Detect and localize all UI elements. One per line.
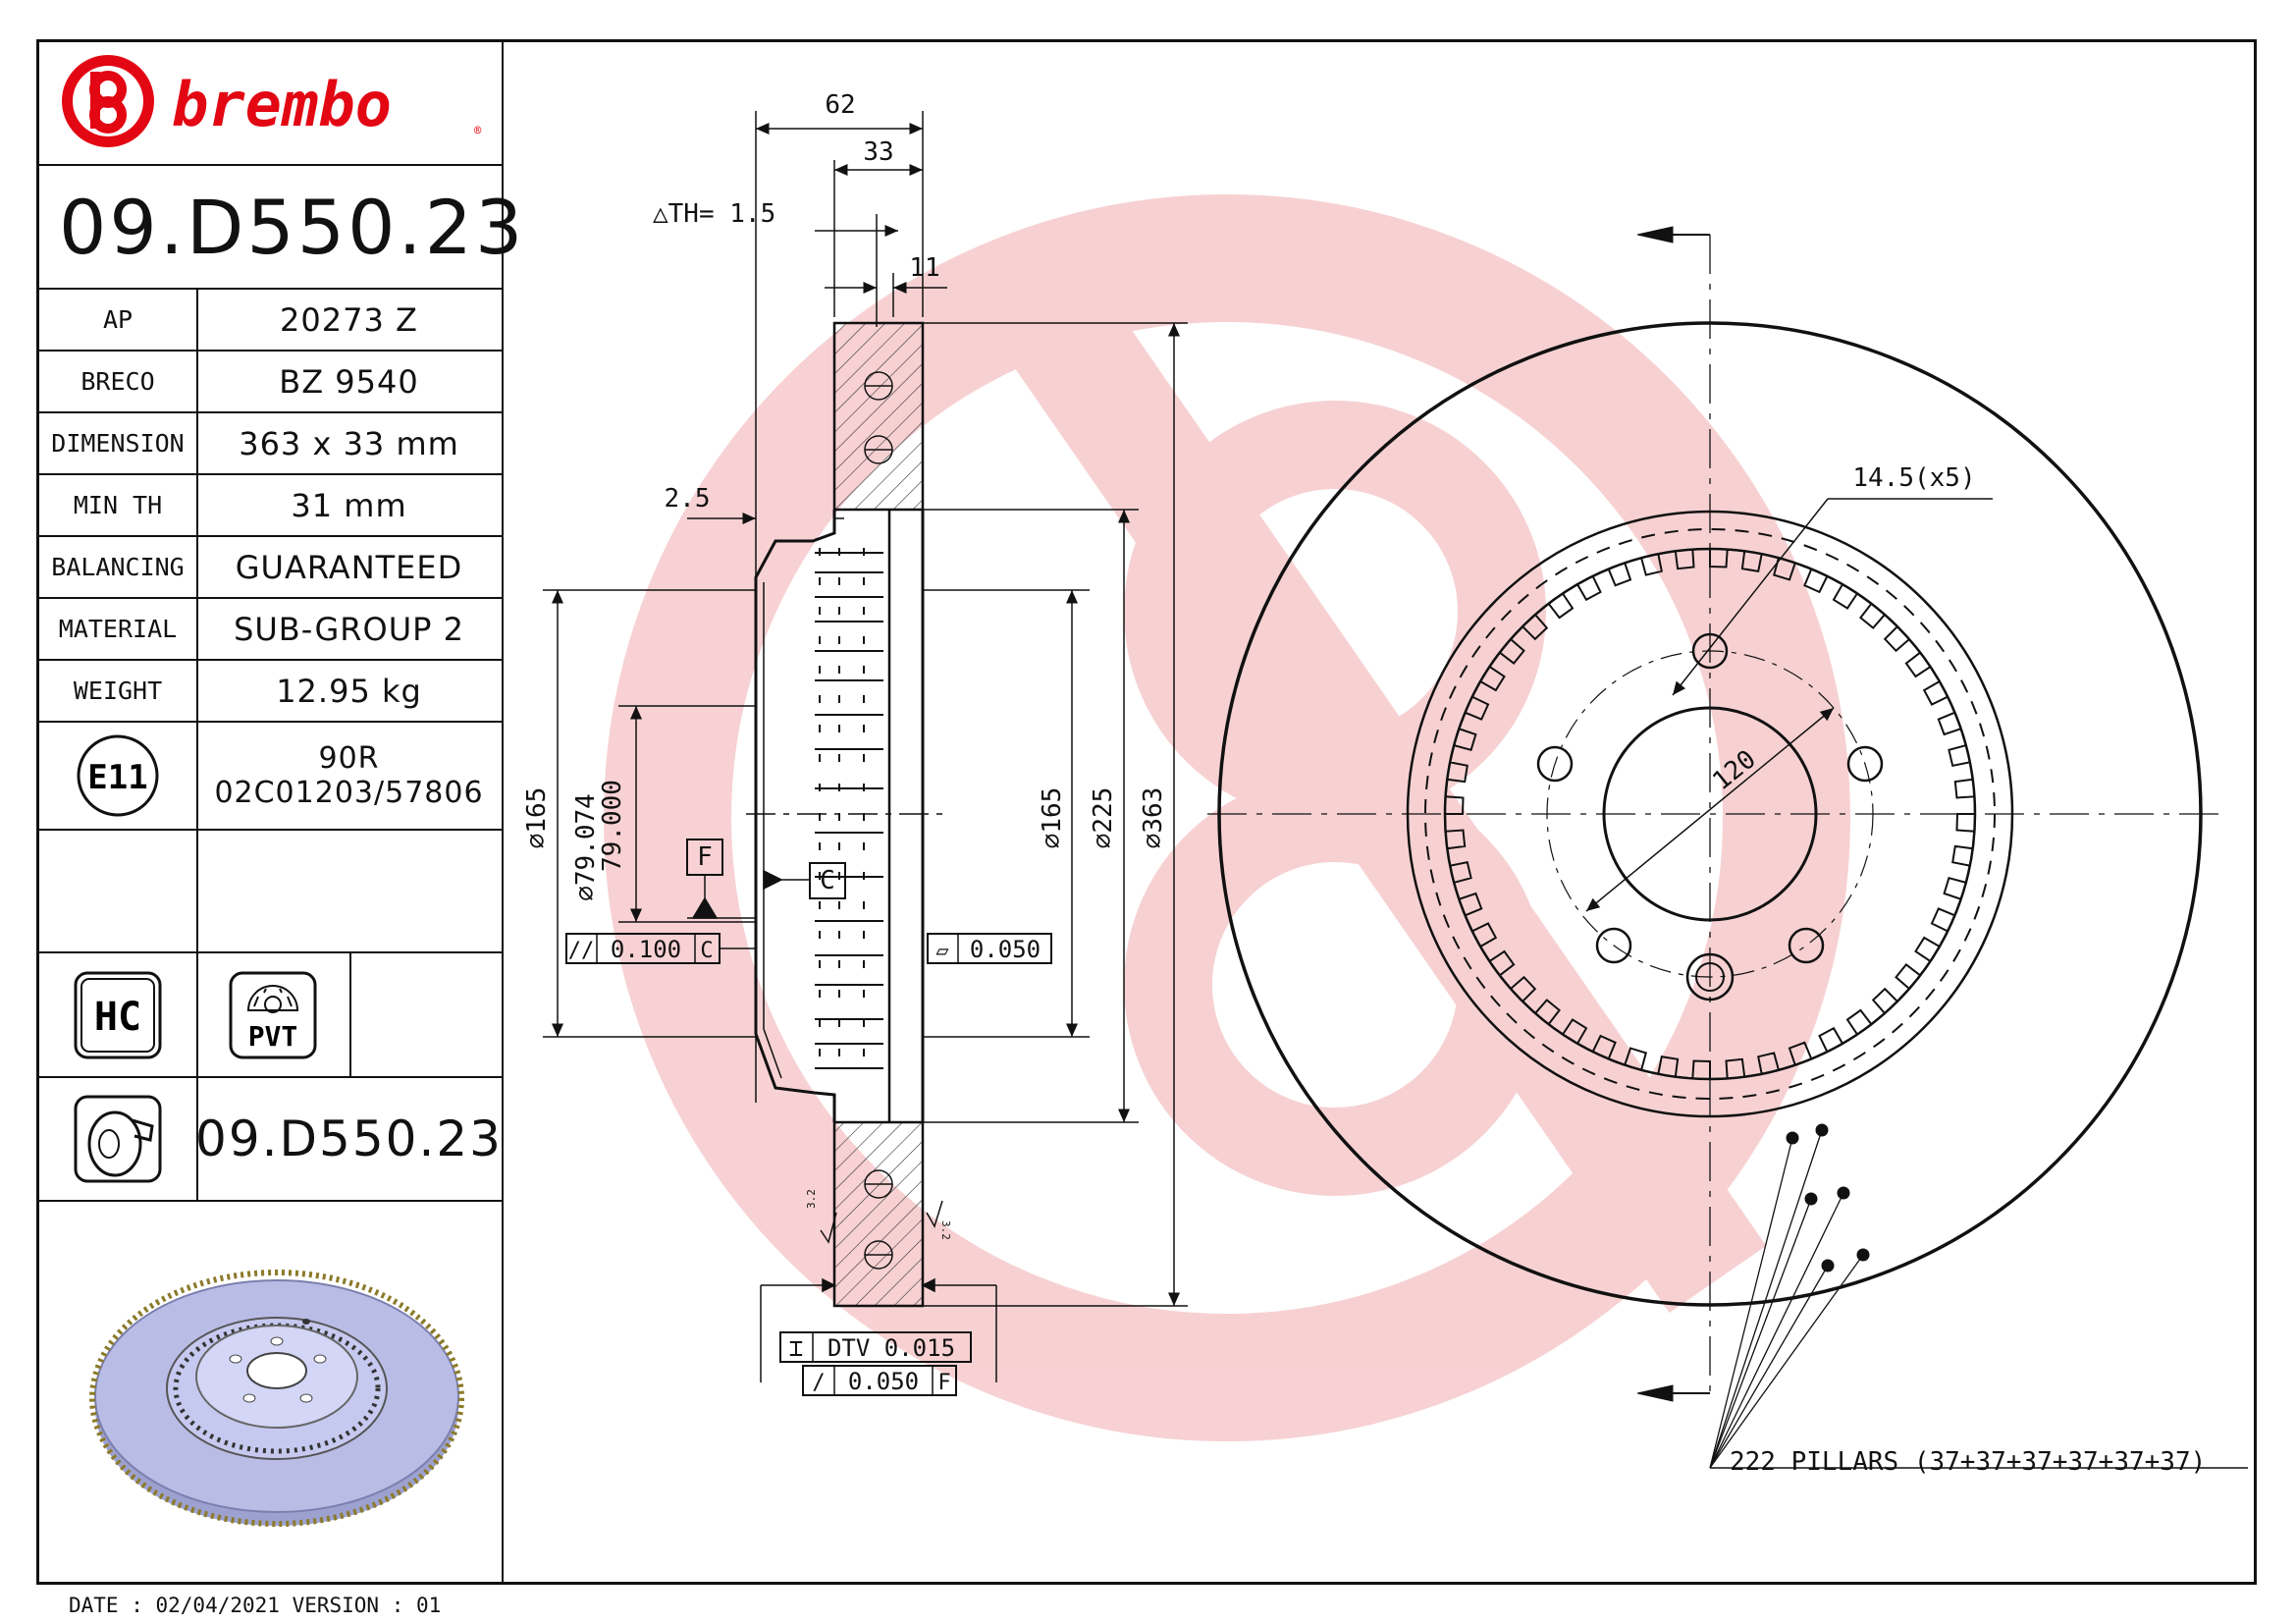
dtv-value: DTV 0.015	[828, 1334, 955, 1362]
approval-number: 02C01203/57806	[214, 776, 484, 810]
spec-row-ap: AP 20273 Z	[39, 290, 502, 352]
spec-label: AP	[39, 290, 198, 350]
pillars-label: 222 PILLARS (37+37+37+37+37+37)	[1730, 1447, 2206, 1477]
part-number: 09.D550.23	[59, 184, 526, 271]
dim-dia-79-min: 79.000	[598, 780, 627, 872]
datum-c-label: C	[820, 866, 835, 895]
teeth-outline	[1443, 547, 1977, 1081]
brand-wordmark: brembo	[172, 69, 392, 140]
date-version: DATE : 02/04/2021 VERSION : 01	[69, 1594, 442, 1617]
disc-icon	[74, 1095, 162, 1183]
svg-text:HC: HC	[94, 995, 141, 1040]
dim-dia-165-right: ⌀165	[1038, 787, 1067, 849]
roughness-right: 3.2	[939, 1220, 952, 1240]
parallelism-value: 0.100	[611, 936, 681, 963]
pvt-badge-icon: PVT	[229, 971, 317, 1058]
info-panel: brembo ® 09.D550.23 AP 20273 Z BRECO BZ …	[36, 39, 522, 1585]
approval-row: E11 90R 02C01203/57806	[39, 723, 502, 831]
dim-delta-th: △TH= 1.5	[653, 199, 775, 229]
spec-label: DIMENSION	[39, 413, 198, 473]
dim-thickness: 33	[863, 137, 893, 167]
approval-regulation: 90R	[318, 741, 380, 776]
spec-row-material: MATERIAL SUB-GROUP 2	[39, 599, 502, 661]
dim-dia-79: ⌀79.074	[571, 793, 601, 901]
dim-dia-225: ⌀225	[1089, 787, 1118, 849]
dim-bolt-hole: 14.5(x5)	[1852, 463, 1975, 493]
logo-row: brembo ®	[39, 42, 502, 166]
disc-render	[39, 1202, 502, 1585]
svg-text:PVT: PVT	[248, 1020, 298, 1053]
runout-ref: F	[937, 1371, 950, 1395]
flatness-symbol: ▱	[935, 939, 949, 963]
footer-part-number: 09.D550.23	[195, 1110, 503, 1167]
empty-row	[39, 831, 502, 953]
spec-value: GUARANTEED	[235, 548, 463, 586]
section-dimensions	[543, 111, 1188, 1396]
footer-part-row: 09.D550.23	[39, 1078, 502, 1202]
spec-value: BZ 9540	[279, 362, 419, 401]
spec-row-min-th: MIN TH 31 mm	[39, 475, 502, 537]
dtv-symbol: ⌶	[789, 1334, 803, 1362]
section-view	[746, 321, 942, 1308]
parallelism-ref: C	[700, 939, 713, 963]
spec-row-breco: BRECO BZ 9540	[39, 352, 502, 413]
spec-value: 12.95 kg	[276, 672, 422, 710]
runout-value: 0.050	[848, 1368, 919, 1395]
spec-label: BRECO	[39, 352, 198, 411]
dim-overall-width: 62	[825, 90, 855, 120]
spec-value: 31 mm	[291, 486, 407, 524]
spec-value: SUB-GROUP 2	[234, 610, 464, 648]
spec-row-weight: WEIGHT 12.95 kg	[39, 661, 502, 723]
drawing-svg: 62 33 △TH= 1.5 11 2.5 ⌀165 ⌀79.074 79.00…	[522, 90, 2248, 1477]
spec-row-balancing: BALANCING GUARANTEED	[39, 537, 502, 599]
drawing-area: 62 33 △TH= 1.5 11 2.5 ⌀165 ⌀79.074 79.00…	[504, 39, 2257, 1585]
brembo-watermark	[604, 194, 1850, 1441]
roughness-left: 3.2	[805, 1189, 818, 1209]
brembo-logo: brembo ®	[62, 55, 482, 147]
dim-offset: 2.5	[665, 484, 711, 514]
datum-f-label: F	[697, 842, 713, 872]
spec-label: WEIGHT	[39, 661, 198, 721]
svg-text:®: ®	[474, 124, 482, 137]
hat-teeth	[1443, 547, 1977, 1081]
spec-label: MIN TH	[39, 475, 198, 535]
spec-label: BALANCING	[39, 537, 198, 597]
hc-badge-icon: HC	[74, 971, 162, 1058]
dim-dia-363: ⌀363	[1139, 787, 1168, 849]
spec-value: 363 x 33 mm	[239, 424, 459, 462]
badges-row: HC PVT	[39, 953, 502, 1078]
flatness-value: 0.050	[970, 936, 1041, 963]
svg-text:E11: E11	[87, 758, 147, 797]
part-number-row: 09.D550.23	[39, 166, 522, 290]
spec-value: 20273 Z	[280, 300, 418, 339]
parallelism-symbol: //	[568, 939, 595, 963]
dim-vane: 11	[909, 253, 939, 283]
dim-dia-165-left: ⌀165	[522, 787, 552, 849]
e-mark-icon: E11	[77, 734, 159, 817]
spec-row-dimension: DIMENSION 363 x 33 mm	[39, 413, 502, 475]
spec-label: MATERIAL	[39, 599, 198, 659]
runout-symbol: /	[812, 1371, 825, 1395]
